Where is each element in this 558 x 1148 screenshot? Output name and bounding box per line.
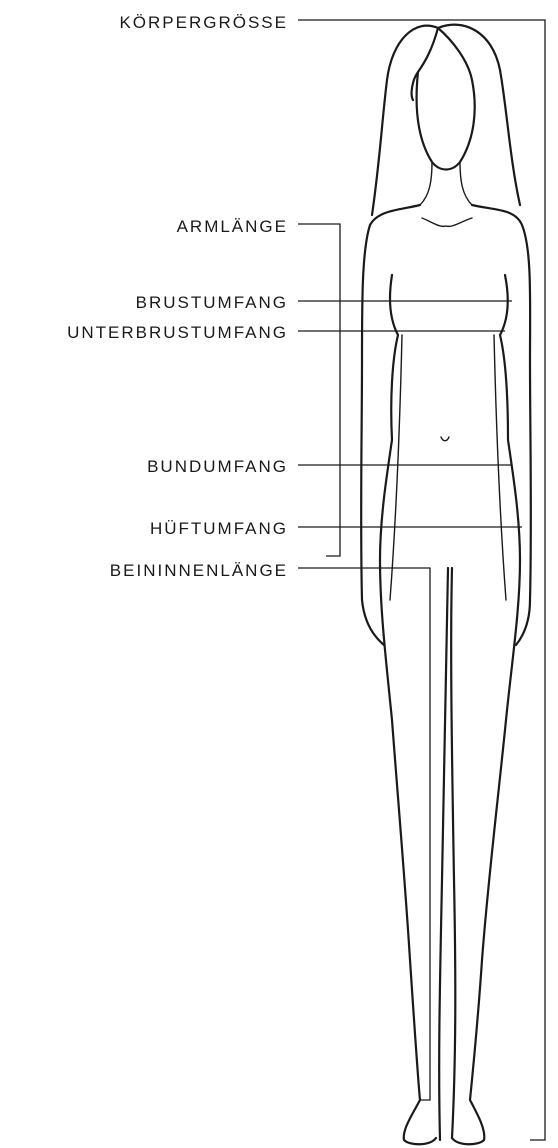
label-inseam: BEININNENLÄNGE [110,561,288,580]
female-figure-outline [361,25,531,1145]
collarbone [422,218,472,226]
face-outline [417,28,475,170]
arm-length-bracket [298,224,340,556]
right-torso [452,275,520,1144]
right-shoulder-arm [472,205,531,645]
inner-legs [439,568,455,1140]
hair-outline [372,25,520,215]
right-inner-arm [494,335,506,600]
label-underbust: UNTERBRUSTUMFANG [67,323,288,342]
navel [441,437,449,441]
label-waist: BUNDUMFANG [147,457,288,476]
inseam-line [298,568,430,1100]
label-body-height: KÖRPERGRÖSSE [119,13,288,32]
label-arm-length: ARMLÄNGE [177,217,288,236]
label-hip: HÜFTUMFANG [150,519,288,538]
left-torso [380,275,436,1144]
label-bust: BRUSTUMFANG [136,293,288,312]
height-measure-line [298,20,545,1140]
measurement-lines [298,20,545,1140]
